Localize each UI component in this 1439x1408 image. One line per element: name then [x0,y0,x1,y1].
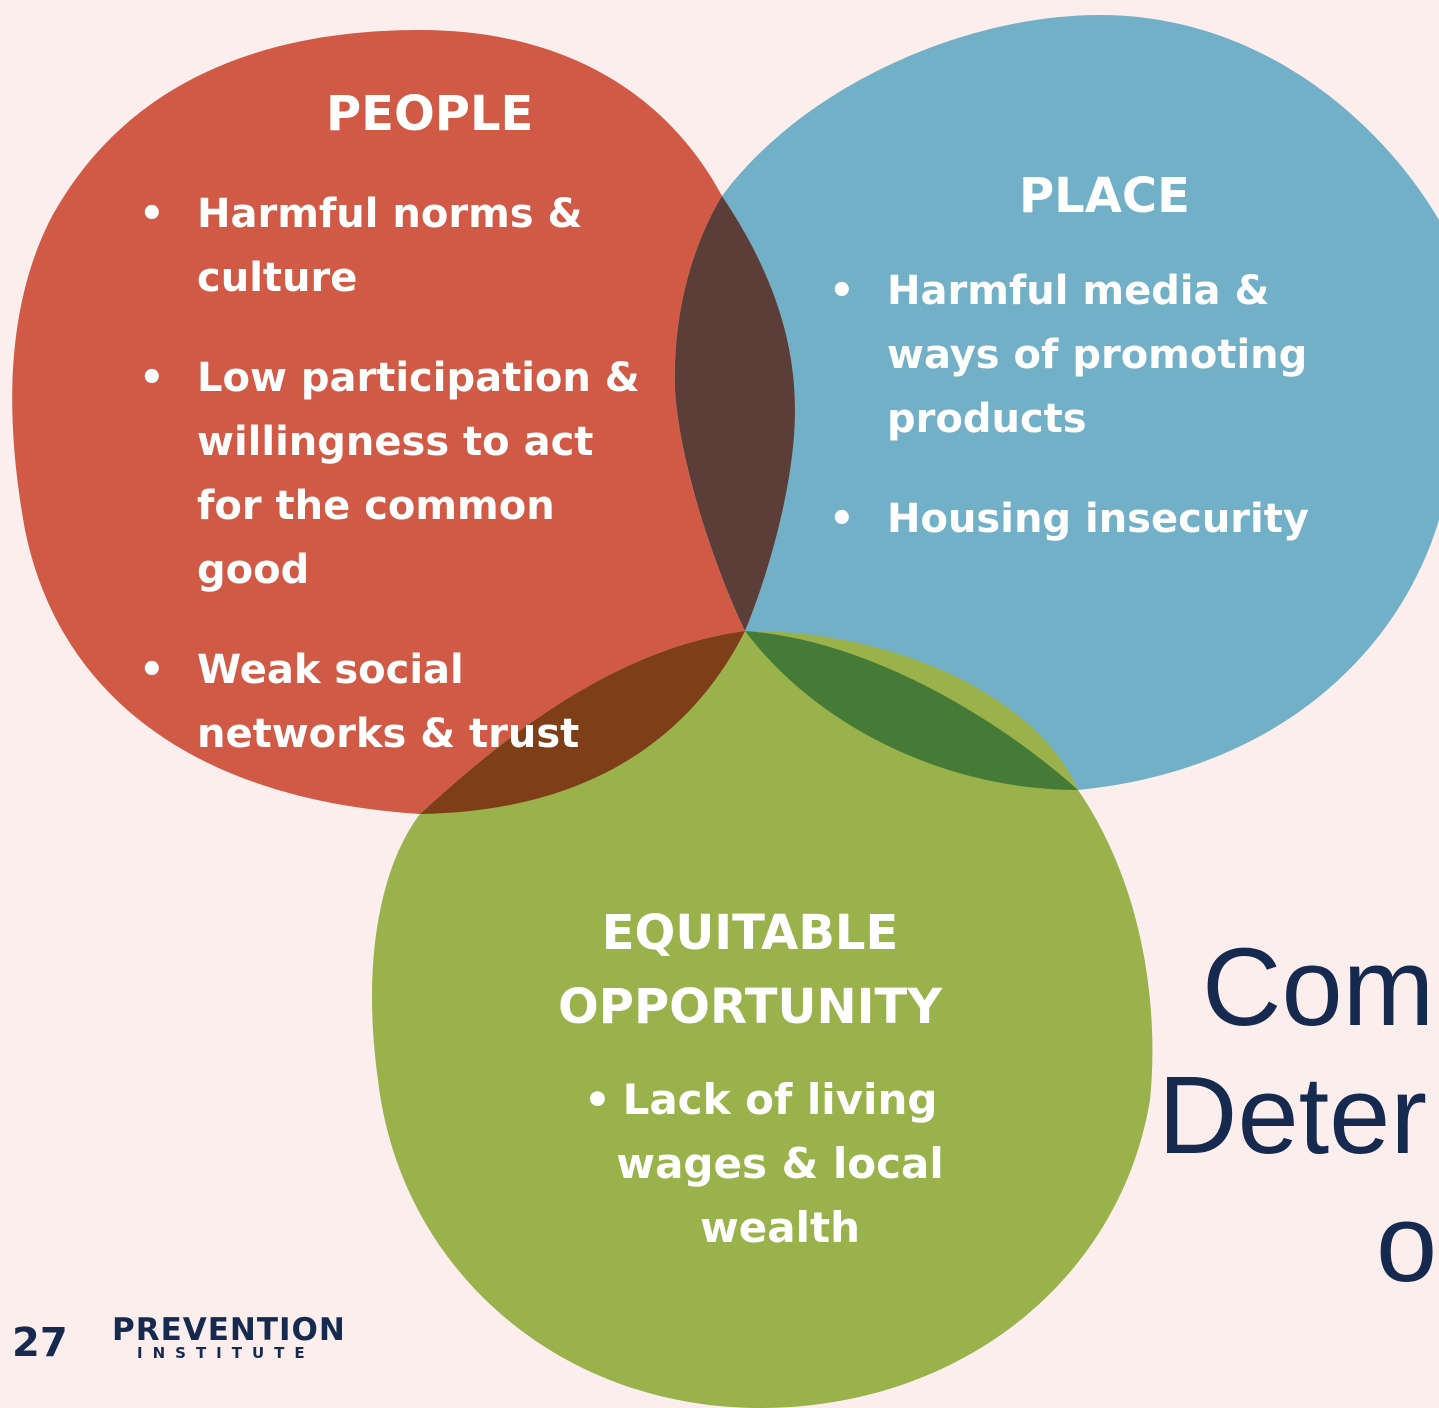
equitable-opportunity-title: EQUITABLE OPPORTUNITY [557,905,943,1035]
heading-line-2: Deter [1158,1054,1427,1177]
place-item: Harmful media & ways of promoting produc… [829,259,1357,451]
heading-line-3: o [1376,1182,1438,1305]
overlap-place-opportunity [745,631,1078,790]
people-item: Weak social networks & trust [139,638,667,766]
people-list: Harmful norms & culture Low participatio… [139,182,667,802]
prevention-institute-logo: PREVENTION INSTITUTE [112,1312,346,1362]
equitable-opportunity-item: Lack of living wages & local wealth [584,1068,960,1260]
heading-line-1: Com [1202,926,1435,1049]
overlap-people-place [674,196,795,631]
people-item: Low participation & willingness to act f… [139,346,667,602]
place-title: PLACE [1019,168,1190,224]
people-item: Harmful norms & culture [139,182,667,310]
place-list: Harmful media & ways of promoting produc… [829,259,1357,587]
equitable-opportunity-list: Lack of living wages & local wealth [584,1068,960,1296]
page-number: 27 [12,1320,68,1366]
logo-main-text: PREVENTION [112,1312,346,1348]
people-title: PEOPLE [326,86,534,142]
place-item: Housing insecurity [829,487,1357,551]
logo-sub-text: INSTITUTE [137,1344,315,1362]
